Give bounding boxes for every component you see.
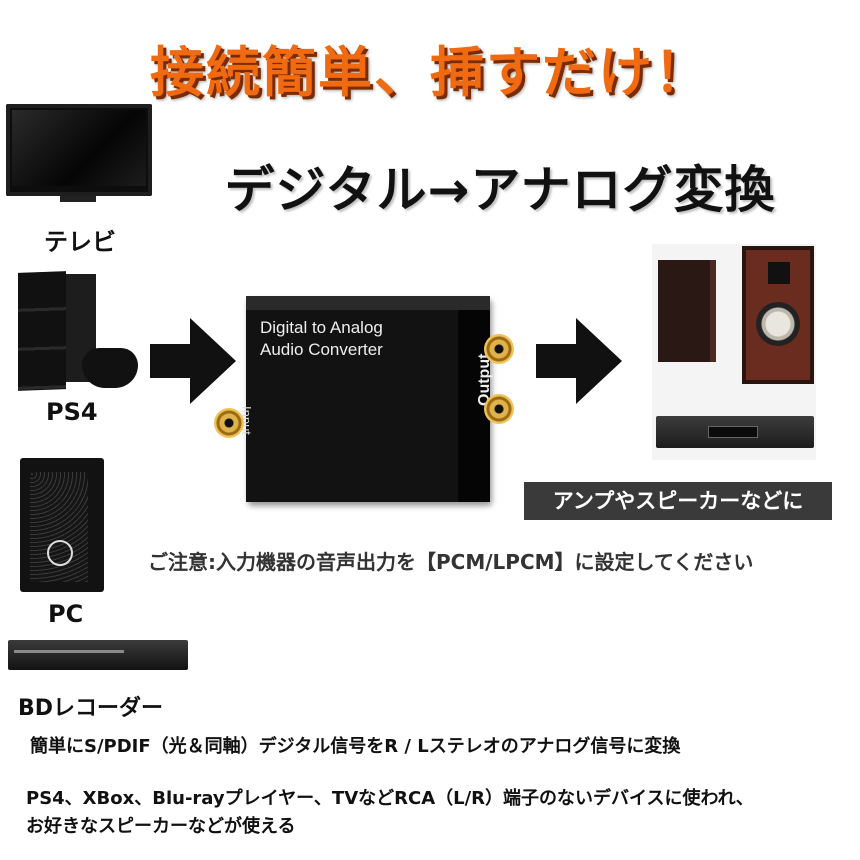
converter-device: Digital to Analog Audio Converter Input … [239,296,514,502]
rca-jack-icon [484,334,514,364]
converter-label-line1: Digital to Analog [260,318,383,337]
rca-jack-icon [484,394,514,424]
notice-text: ご注意:入力機器の音声出力を【PCM/LPCM】に設定してください [148,550,754,574]
source-label-ps4: PS4 [46,398,98,426]
description-text: PS4、XBox、Blu-rayプレイヤー、TVなどRCA（L/R）端子のないデ… [26,788,754,809]
speaker-icon [742,246,814,384]
game-console-icon [18,271,66,391]
source-label-pc: PC [48,600,84,628]
subheadline: デジタル→アナログ変換 [224,161,776,219]
tv-icon [6,104,152,196]
description-text: お好きなスピーカーなどが使える [26,816,296,837]
source-label-tv: テレビ [44,228,116,256]
arrow-right-icon [536,318,622,404]
tv-stand [60,196,96,202]
bd-recorder-icon [8,640,188,670]
description-text: 簡単にS/PDIF（光＆同軸）デジタル信号をR / Lステレオのアナログ信号に変… [30,736,681,757]
headline: 接続簡単、挿すだけ！ [150,41,710,104]
coaxial-input-jack-icon [214,408,244,438]
desktop-pc-icon [20,458,104,592]
speaker-icon [658,260,716,362]
output-badge: アンプやスピーカーなどに [524,482,832,520]
speaker-amp-image [652,244,816,460]
converter-label-line2: Audio Converter [260,340,383,359]
amplifier-icon [656,416,814,448]
source-label-bd: BDレコーダー [18,696,164,721]
gamepad-icon [82,348,138,388]
arrow-right-icon [150,318,236,404]
